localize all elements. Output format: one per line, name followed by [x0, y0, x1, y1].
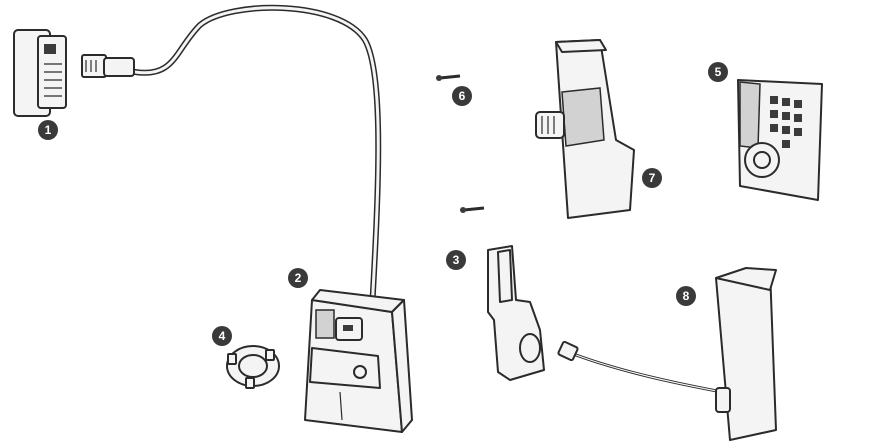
part-1-terminal-module — [13, 29, 67, 117]
part-5-badge: 5 — [708, 62, 728, 82]
part-4-lock-nut — [226, 345, 280, 389]
part-8-badge: 8 — [676, 286, 696, 306]
rj-connector-plug — [81, 54, 135, 78]
part-2-badge: 2 — [288, 268, 308, 288]
part-5-keypad-plate — [737, 79, 823, 201]
part-3-badge: 3 — [446, 250, 466, 270]
part-7-badge: 7 — [642, 168, 662, 188]
part-8-antenna — [557, 267, 777, 441]
part-3-bracket — [487, 245, 545, 381]
connector-cable — [132, 4, 382, 313]
part-7-housing — [535, 39, 635, 219]
part-6-badge: 6 — [452, 86, 472, 106]
part-4-badge: 4 — [212, 326, 232, 346]
part-6-screws — [436, 74, 485, 213]
part-1-badge: 1 — [38, 120, 58, 140]
part-2-control-box — [304, 289, 413, 433]
